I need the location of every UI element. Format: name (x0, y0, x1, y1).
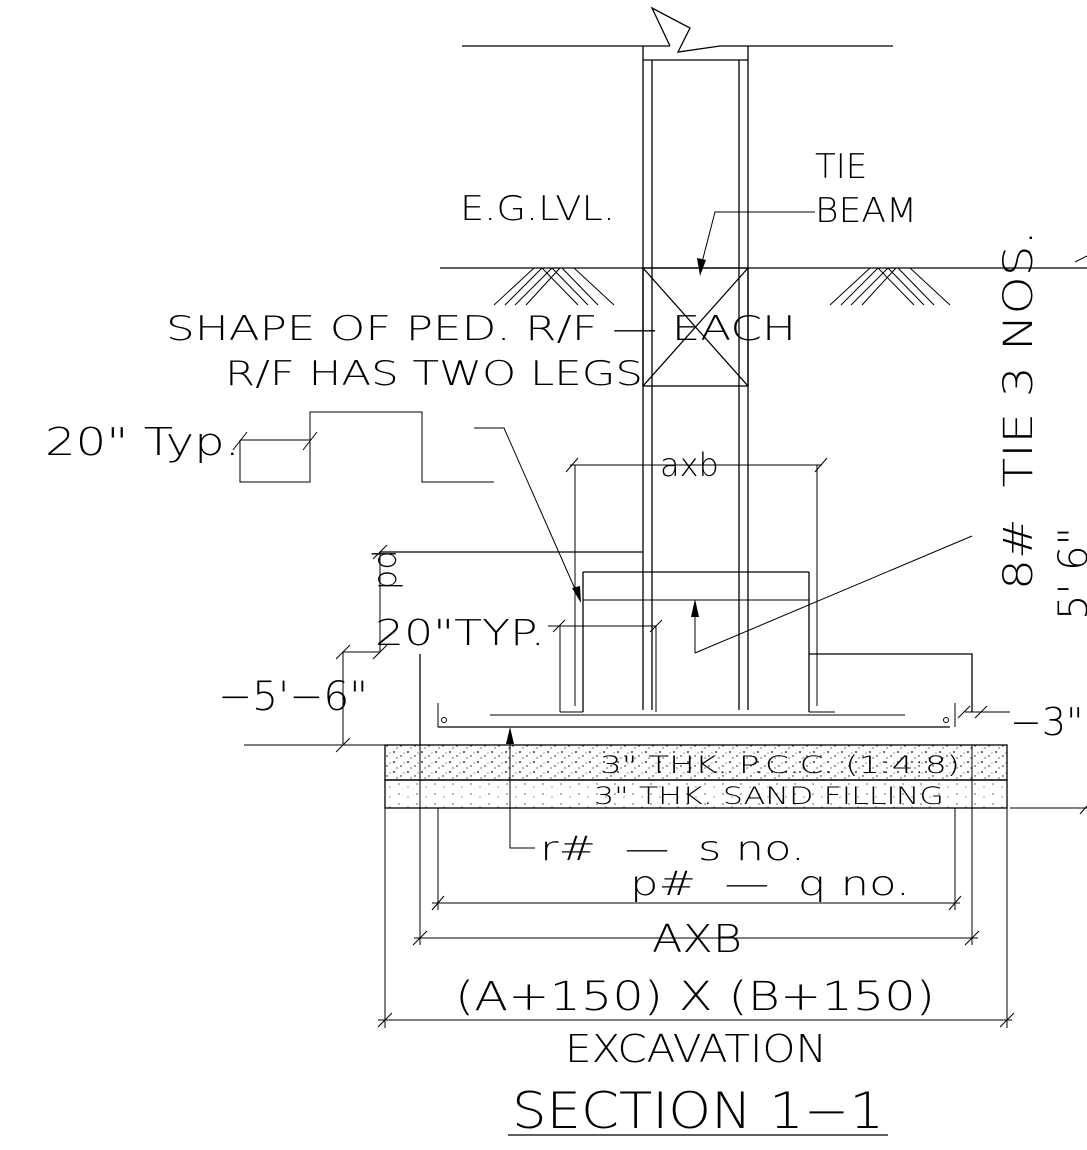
beam-label: BEAM (815, 191, 917, 231)
bottom-bars (437, 703, 956, 728)
p-bar-dimension (431, 808, 962, 911)
sand-layer (384, 779, 1008, 809)
footing-axb-dimension (412, 745, 980, 946)
tie-label: TIE (815, 147, 867, 187)
r-bar-leader (506, 727, 535, 849)
section-title: SECTION 1−1 (512, 1082, 884, 1140)
axb-large-label: AXB (652, 917, 742, 961)
pd-dimension (372, 544, 388, 660)
pcc-layer-label: 3" THK. P.C.C. (1:4:8) (600, 751, 960, 779)
excavation-size-label: (A+150) X (B+150) (455, 974, 935, 1020)
offset-3-label: −3" (1010, 700, 1084, 744)
excavation-label: EXCAVATION (565, 1027, 827, 1071)
ground-level-line (440, 255, 1087, 269)
offset-3-dimension (957, 705, 1087, 815)
pd-label: pd (366, 549, 404, 590)
footing-outline (380, 551, 973, 745)
tie-bar-leader (691, 535, 973, 654)
tie-count-label: 8# TIE 3 NOS. (996, 230, 1042, 590)
ped-shape-label-line2: R/F HAS TWO LEGS (225, 354, 643, 394)
lower-lap-dimension (548, 619, 663, 633)
excavation-dimension (377, 808, 1015, 1028)
upper-lap-label: 20" Typ. (45, 420, 240, 464)
rf-leader (474, 427, 581, 603)
axb-small-label: axb (660, 446, 719, 484)
pcc-layer (384, 744, 1008, 781)
p-bar-label: p# — q no. (630, 864, 910, 904)
pedestal (559, 571, 835, 713)
tie-beam-leader (697, 211, 815, 276)
pedestal-rf-shape (232, 411, 494, 483)
earth-hatch-left (493, 267, 615, 306)
sand-layer-label: 3" THK. SAND FILLING (594, 782, 944, 810)
eg-level-label: E.G.LVL. (460, 189, 615, 229)
depth-dimension (244, 644, 385, 753)
tie-beam-box (642, 267, 749, 387)
ped-shape-label-line1: SHAPE OF PED. R/F — EACH (166, 309, 796, 349)
r-bar-label: r# — s no. (540, 829, 805, 869)
lower-lap-label: 20"TYP. (375, 613, 545, 654)
earth-hatch-right (829, 267, 951, 306)
column-break-line (462, 6, 893, 53)
axb-dimension (565, 457, 828, 706)
vertical-partial-label: 5' 6" (1051, 527, 1087, 620)
depth-label: −5'−6" (218, 674, 368, 720)
